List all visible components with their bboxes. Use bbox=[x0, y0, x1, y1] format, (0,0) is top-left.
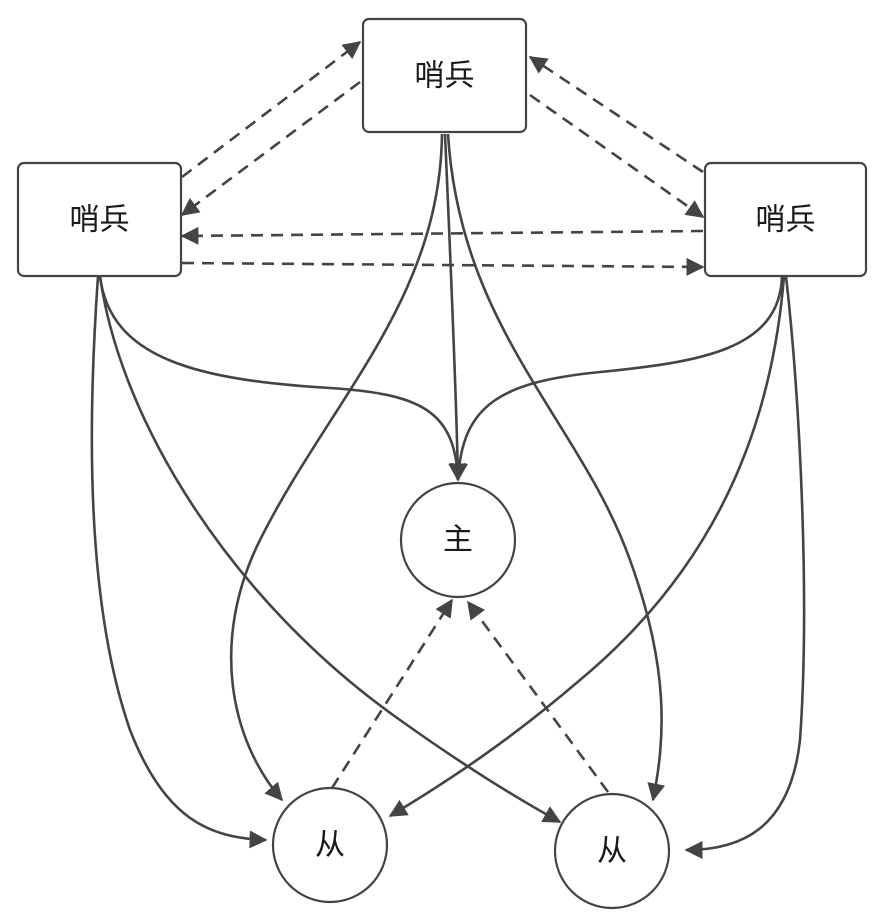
edge-sentinel-right-to-master bbox=[449, 275, 784, 482]
sentinel-left-node: 哨兵 bbox=[16, 161, 183, 278]
edge-sentinel-right-to-top bbox=[528, 55, 704, 174]
sentinel-top-box bbox=[361, 17, 528, 134]
master-label: 主 bbox=[443, 523, 473, 558]
sentinel-right-box bbox=[703, 161, 868, 278]
edge-sentinel-left-to-top bbox=[181, 40, 362, 179]
edge-replica-left-to-master bbox=[330, 598, 454, 789]
replica-right-node: 从 bbox=[553, 792, 671, 910]
edge-sentinel-right-to-replica-left bbox=[388, 275, 786, 818]
edge-sentinel-right-to-left bbox=[180, 226, 704, 245]
replica-right-label: 从 bbox=[597, 834, 627, 869]
replica-left-node: 从 bbox=[271, 786, 389, 904]
replica-left-label: 从 bbox=[315, 828, 345, 863]
sentinel-right-label: 哨兵 bbox=[756, 203, 816, 238]
sentinel-left-label: 哨兵 bbox=[70, 203, 130, 238]
replica-right-circle bbox=[553, 792, 671, 910]
edge-sentinel-top-to-replica-left bbox=[229, 133, 444, 802]
edge-sentinel-top-to-master bbox=[443, 133, 467, 482]
edge-sentinel-right-to-replica-right bbox=[684, 275, 806, 859]
sentinel-top-node: 哨兵 bbox=[361, 17, 528, 134]
edge-replica-right-to-master bbox=[466, 600, 610, 793]
nodes-layer: 哨兵 哨兵 哨兵 主 从 从 bbox=[16, 17, 868, 910]
master-circle bbox=[399, 481, 517, 599]
edge-sentinel-left-to-master bbox=[98, 275, 467, 482]
edge-sentinel-top-to-left bbox=[180, 80, 361, 217]
edges-layer bbox=[90, 40, 806, 859]
replica-left-circle bbox=[271, 786, 389, 904]
sentinel-left-box bbox=[16, 161, 183, 278]
sentinel-top-label: 哨兵 bbox=[415, 59, 475, 94]
edge-sentinel-top-to-right bbox=[529, 93, 705, 219]
master-node: 主 bbox=[399, 481, 517, 599]
edge-sentinel-top-to-replica-right bbox=[446, 133, 666, 802]
edge-sentinel-left-to-right bbox=[181, 257, 705, 276]
edge-sentinel-left-to-replica-right bbox=[98, 275, 562, 824]
edge-sentinel-left-to-replica-left bbox=[90, 275, 268, 849]
sentinel-right-node: 哨兵 bbox=[703, 161, 868, 278]
